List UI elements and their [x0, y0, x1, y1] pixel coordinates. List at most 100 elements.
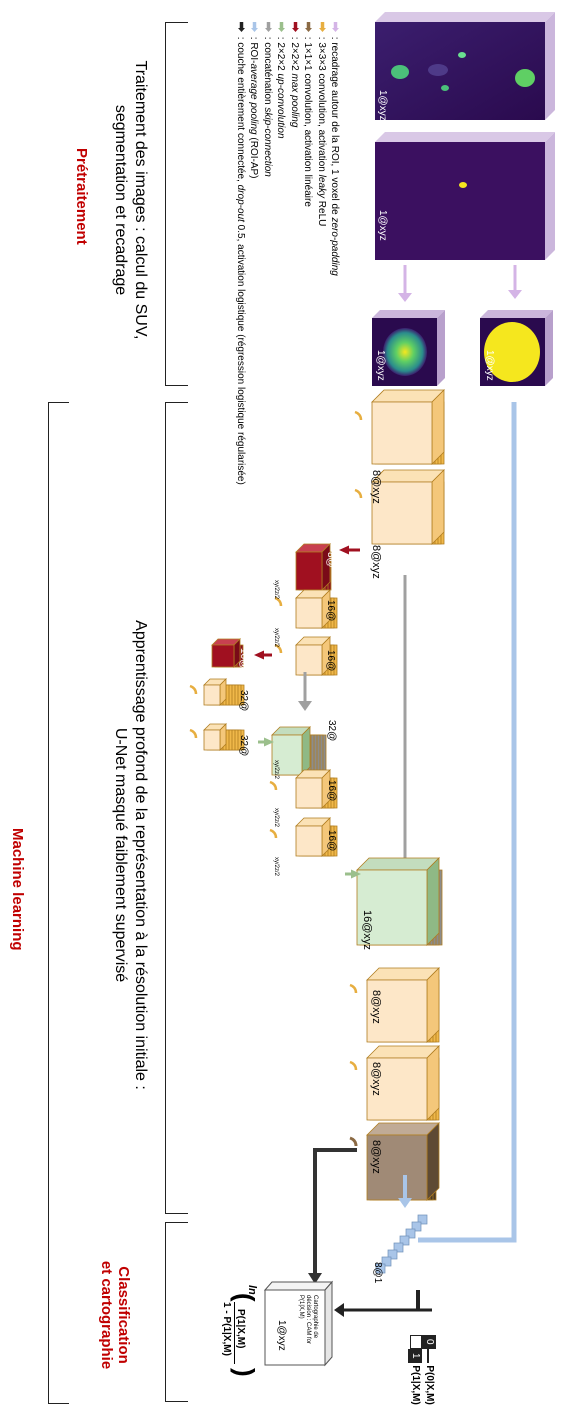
legend-item-7: : couche entièrement connectée, drop-out…	[234, 22, 246, 485]
conv-arrow-icon	[349, 983, 358, 994]
output-probs: 0 P(0|X,M) 1 P(1|X,M)	[408, 1335, 436, 1405]
enc3b-label: 32@	[238, 735, 249, 757]
cropped-mask-label: 1@xyz	[484, 350, 495, 381]
linear-conv-arrow-icon	[349, 1136, 358, 1147]
legend-text-1: : 3×3×3 convolution, activation	[315, 34, 327, 175]
legend-item-6: : ROI-average pooling (ROI-AP)	[247, 22, 259, 179]
ml-desc-line1: Apprentissage profond de la représentati…	[132, 620, 149, 1090]
output-box-1: 1	[408, 1349, 422, 1363]
cam-denominator: 1 - P(1|X,M)	[221, 1302, 232, 1356]
vector-cell	[417, 1214, 428, 1225]
arrow-up-icon	[278, 22, 285, 32]
legend-item-1: : 3×3×3 convolution, activation leaky Re…	[315, 22, 327, 226]
conv-arrow-icon	[354, 488, 363, 499]
mask-volume-label: 1@xyz	[377, 210, 388, 241]
legend-em-6: average pooling	[248, 63, 259, 135]
cam-size-label: 1@xyz	[276, 1320, 287, 1351]
arrow-right-icon	[238, 22, 245, 32]
dec1b-label: 8@xyz	[370, 1062, 382, 1096]
dec2a-label: 16@	[326, 780, 337, 802]
legend-em-3: max pooling	[288, 73, 300, 128]
vector-cell	[393, 1242, 404, 1253]
pet-volume-image	[375, 12, 555, 120]
conv-arrow-icon	[354, 410, 363, 421]
conv-arrow-icon	[189, 684, 198, 695]
legend-em-4: up-convolution	[275, 73, 286, 139]
enc2b-label: 16@	[325, 650, 336, 672]
cam-fraction-bar	[234, 1302, 235, 1364]
cam-paren-close: )	[230, 1368, 260, 1377]
cropped-pet-label: 1@xyz	[375, 350, 386, 381]
legend-text-6: : ROI-	[248, 34, 259, 64]
legend-text-5: : concaténation	[261, 34, 273, 108]
section-bracket-machine-learning	[48, 402, 69, 1404]
section-bracket-pretraitement	[165, 22, 188, 386]
legend-text-3: : 2×2×2	[288, 34, 300, 74]
classification-title-line1: Classification	[115, 1266, 132, 1364]
legend-item-4: : 2×2×2 up-convolution	[274, 22, 286, 139]
section-title-pretraitement: Prétraitement	[73, 148, 90, 245]
pool1-label: 8@	[325, 552, 336, 568]
conv-arrow-icon	[274, 596, 283, 607]
legend-item-5: : concaténation skip-connection	[261, 22, 273, 177]
legend-em-5: skip-connection	[261, 107, 273, 177]
output-label-1: P(1|X,M)	[410, 1365, 421, 1405]
output-row-0: 0 P(0|X,M)	[422, 1335, 436, 1405]
output-row-1: 1 P(1|X,M)	[408, 1335, 422, 1405]
arrow-right-icon	[265, 22, 272, 32]
arrow-right-icon	[251, 22, 258, 32]
section-title-classification: Classification et cartographie	[98, 1245, 132, 1385]
arrow-down-icon	[292, 22, 299, 32]
enc3a-label: 32@	[238, 690, 249, 712]
conv-arrow-icon	[189, 728, 198, 739]
conv-arrow-icon	[269, 780, 278, 791]
pet-volume-label: 1@xyz	[377, 90, 388, 121]
upconv-block-2	[271, 726, 327, 776]
fully-connected-output	[334, 1290, 432, 1317]
vector-cell	[381, 1256, 392, 1267]
legend-suffix-7: 0.5, activation logistique (régression l…	[234, 221, 246, 485]
level-arrowhead	[351, 869, 361, 879]
vector-label: 8@1	[372, 1262, 383, 1284]
legend-item-2: : 1×1×1 convolution, activation linéaire	[301, 22, 313, 207]
output-label-0: P(0|X,M)	[424, 1365, 435, 1405]
legend-em-7: drop-out	[234, 184, 246, 222]
feature-vector	[375, 1214, 428, 1274]
legend-suffix-1: ReLU	[315, 198, 327, 227]
enc2a-label: 16@	[325, 600, 336, 622]
level-arrowhead	[254, 650, 264, 660]
section-bracket-classification	[165, 1222, 188, 1402]
enc1b-label: 8@xyz	[370, 545, 382, 579]
arrow-down-icon	[332, 22, 339, 32]
up2-label: 32@	[326, 720, 337, 742]
output-box-0: 0	[422, 1335, 436, 1349]
legend-em-0: zero-padding	[329, 217, 340, 276]
cam-title: Cartographie de décision : CAM for P(1|X…	[298, 1295, 318, 1345]
curved-arrow-icon	[319, 22, 326, 32]
up1-label: 16@xyz	[361, 910, 373, 950]
cam-numerator: P(1|X,M)	[235, 1309, 246, 1349]
mask-volume-image	[375, 132, 555, 260]
section-desc-machine-learning: Apprentissage profond de la représentati…	[110, 525, 150, 1185]
legend-item-0: : recadrage autour de la ROI, 1 voxel de…	[328, 22, 340, 276]
section-desc-pretraitement: Traitement des images : calcul du SUV, s…	[110, 40, 150, 360]
small-label-3: xy/2z/2	[273, 760, 279, 780]
final-label: 8@xyz	[370, 1140, 382, 1174]
roi-ap-mask-line	[418, 402, 517, 1243]
legend-em-1: leaky	[315, 174, 327, 199]
section-title-machine-learning: Machine learning	[9, 828, 26, 951]
vector-cell	[387, 1249, 398, 1260]
dec1a-label: 8@xyz	[370, 990, 382, 1024]
encoder-block-1b	[371, 469, 445, 545]
level-arrowhead	[264, 737, 274, 747]
legend-text-0: : recadrage autour de la ROI, 1 voxel de	[329, 34, 340, 218]
small-label-2: xy/2z/2	[273, 628, 279, 648]
legend-text-2: : 1×1×1 convolution, activation linéaire	[302, 34, 313, 207]
final-to-cam-line	[313, 1148, 357, 1275]
conv-arrow-icon	[349, 1060, 358, 1071]
vector-cell	[411, 1221, 422, 1232]
ml-desc-line2: U-Net masqué faiblement supervisé	[112, 727, 129, 983]
vector-cell	[405, 1228, 416, 1239]
section-bracket-apprentissage	[165, 402, 188, 1214]
cam-paren-open: (	[230, 1293, 260, 1302]
